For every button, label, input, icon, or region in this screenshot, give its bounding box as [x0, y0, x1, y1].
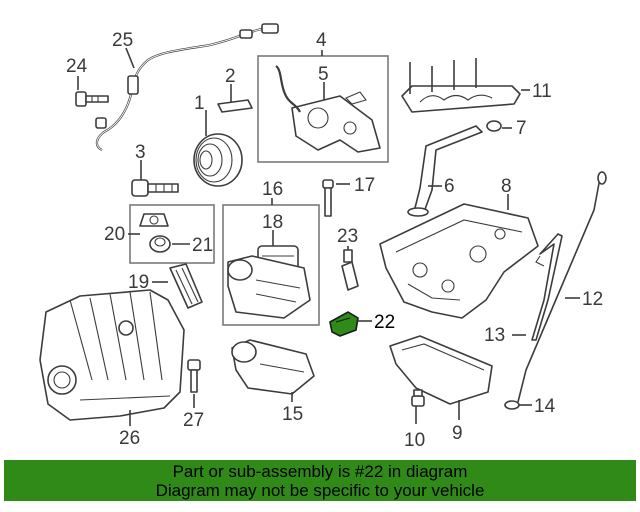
callout-12: 12 — [582, 289, 603, 310]
callout-8: 8 — [501, 176, 512, 197]
part-12-dipstick-tube — [531, 233, 563, 341]
callouts: 25 24 2 1 3 4 5 11 7 6 17 16 18 20 21 19… — [66, 30, 603, 451]
part-24-bolt — [75, 91, 109, 107]
part-2-shield — [217, 99, 253, 113]
callout-4: 4 — [316, 30, 327, 51]
callout-21: 21 — [192, 235, 213, 256]
callout-11: 11 — [532, 81, 552, 102]
callout-27: 27 — [183, 410, 204, 431]
callout-26: 26 — [119, 428, 140, 449]
leader-lines — [77, 47, 580, 426]
banner-line-disclaimer: Diagram may not be specific to your vehi… — [155, 481, 485, 500]
callout-7: 7 — [516, 118, 527, 139]
part-10-drain-plug — [411, 389, 425, 407]
callout-3: 3 — [135, 142, 146, 163]
part-11-windage-tray — [401, 58, 521, 113]
part-1-pulley — [193, 133, 243, 187]
banner-line-part: Part or sub-assembly is #22 in diagram — [172, 462, 468, 481]
part-13-dipstick — [517, 171, 607, 403]
callout-10: 10 — [404, 430, 425, 451]
part-6-pickup-tube — [407, 125, 483, 217]
callout-19: 19 — [128, 272, 149, 293]
callout-14: 14 — [534, 396, 556, 417]
part-9-oil-pan-lower — [389, 335, 493, 405]
part-21-seal — [149, 235, 171, 253]
callout-22: 22 — [374, 312, 395, 333]
part-26-intake-manifold — [39, 289, 185, 421]
callout-16: 16 — [262, 179, 283, 200]
part-14-o-ring — [504, 400, 520, 410]
part-25-wire-harness — [95, 23, 279, 151]
callout-17: 17 — [354, 175, 375, 196]
callout-9: 9 — [452, 423, 463, 444]
callout-20: 20 — [104, 224, 125, 245]
callout-24: 24 — [66, 56, 88, 77]
part-22-highlighted-sensor — [329, 311, 359, 337]
part-17-bolt — [322, 179, 334, 217]
callout-6: 6 — [444, 176, 455, 197]
callout-5: 5 — [318, 64, 329, 85]
callout-18: 18 — [262, 212, 283, 233]
info-banner: Part or sub-assembly is #22 in diagram D… — [4, 460, 636, 501]
callout-1: 1 — [194, 93, 205, 114]
part-20-cap — [139, 213, 169, 227]
part-8-oil-pan-upper — [379, 203, 539, 319]
part-23-sensor — [341, 249, 359, 291]
part-16-filter-housing — [227, 255, 311, 319]
box-16-filter-housing — [222, 204, 320, 326]
part-27-bolt — [187, 359, 201, 393]
box-4-oil-pump — [257, 55, 389, 163]
callout-15: 15 — [282, 404, 303, 425]
part-15-filter-housing — [231, 339, 315, 395]
part-7-seal — [486, 120, 502, 132]
callout-23: 23 — [337, 226, 358, 247]
part-3-bolt — [131, 179, 179, 197]
part-5-oil-pump — [275, 65, 381, 153]
part-19-oil-filter — [169, 263, 203, 309]
callout-25: 25 — [112, 30, 133, 51]
callout-13: 13 — [484, 325, 505, 346]
callout-2: 2 — [225, 66, 236, 87]
